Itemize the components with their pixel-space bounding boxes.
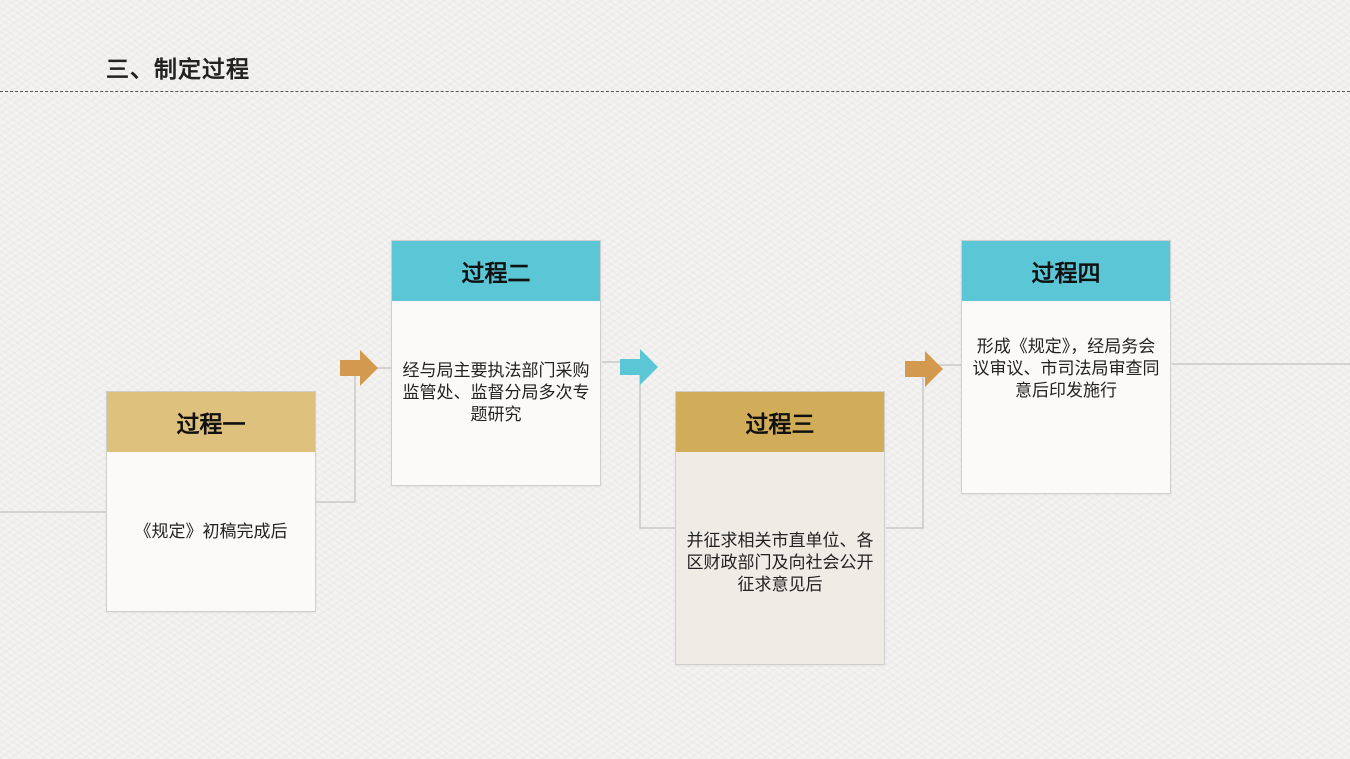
arrow-right-icon <box>905 351 943 387</box>
step-card-4: 过程四 形成《规定》，经局务会议审议、市司法局审查同意后印发施行 <box>961 240 1171 494</box>
arrow-right-icon <box>340 350 378 386</box>
step-4-text: 形成《规定》，经局务会议审议、市司法局审查同意后印发施行 <box>972 337 1160 401</box>
step-2-heading: 过程二 <box>392 241 600 301</box>
connector-1-2 <box>316 367 392 503</box>
connector-2-3 <box>602 361 676 529</box>
step-3-text: 并征求相关市直单位、各区财政部门及向社会公开征求意见后 <box>686 531 874 595</box>
connector-3-4 <box>886 364 962 529</box>
step-2-text: 经与局主要执法部门采购监管处、监督分局多次专题研究 <box>402 361 590 425</box>
step-1-heading: 过程一 <box>107 392 315 452</box>
page-title: 三、制定过程 <box>106 57 250 83</box>
step-card-1: 过程一 《规定》初稿完成后 <box>106 391 316 612</box>
arrow-right-icon <box>620 349 658 385</box>
step-card-2: 过程二 经与局主要执法部门采购监管处、监督分局多次专题研究 <box>391 240 601 486</box>
step-card-3: 过程三 并征求相关市直单位、各区财政部门及向社会公开征求意见后 <box>675 391 885 665</box>
step-4-heading: 过程四 <box>962 241 1170 301</box>
title-divider <box>0 91 1350 92</box>
step-3-heading: 过程三 <box>676 392 884 452</box>
step-1-text: 《规定》初稿完成后 <box>134 521 288 542</box>
